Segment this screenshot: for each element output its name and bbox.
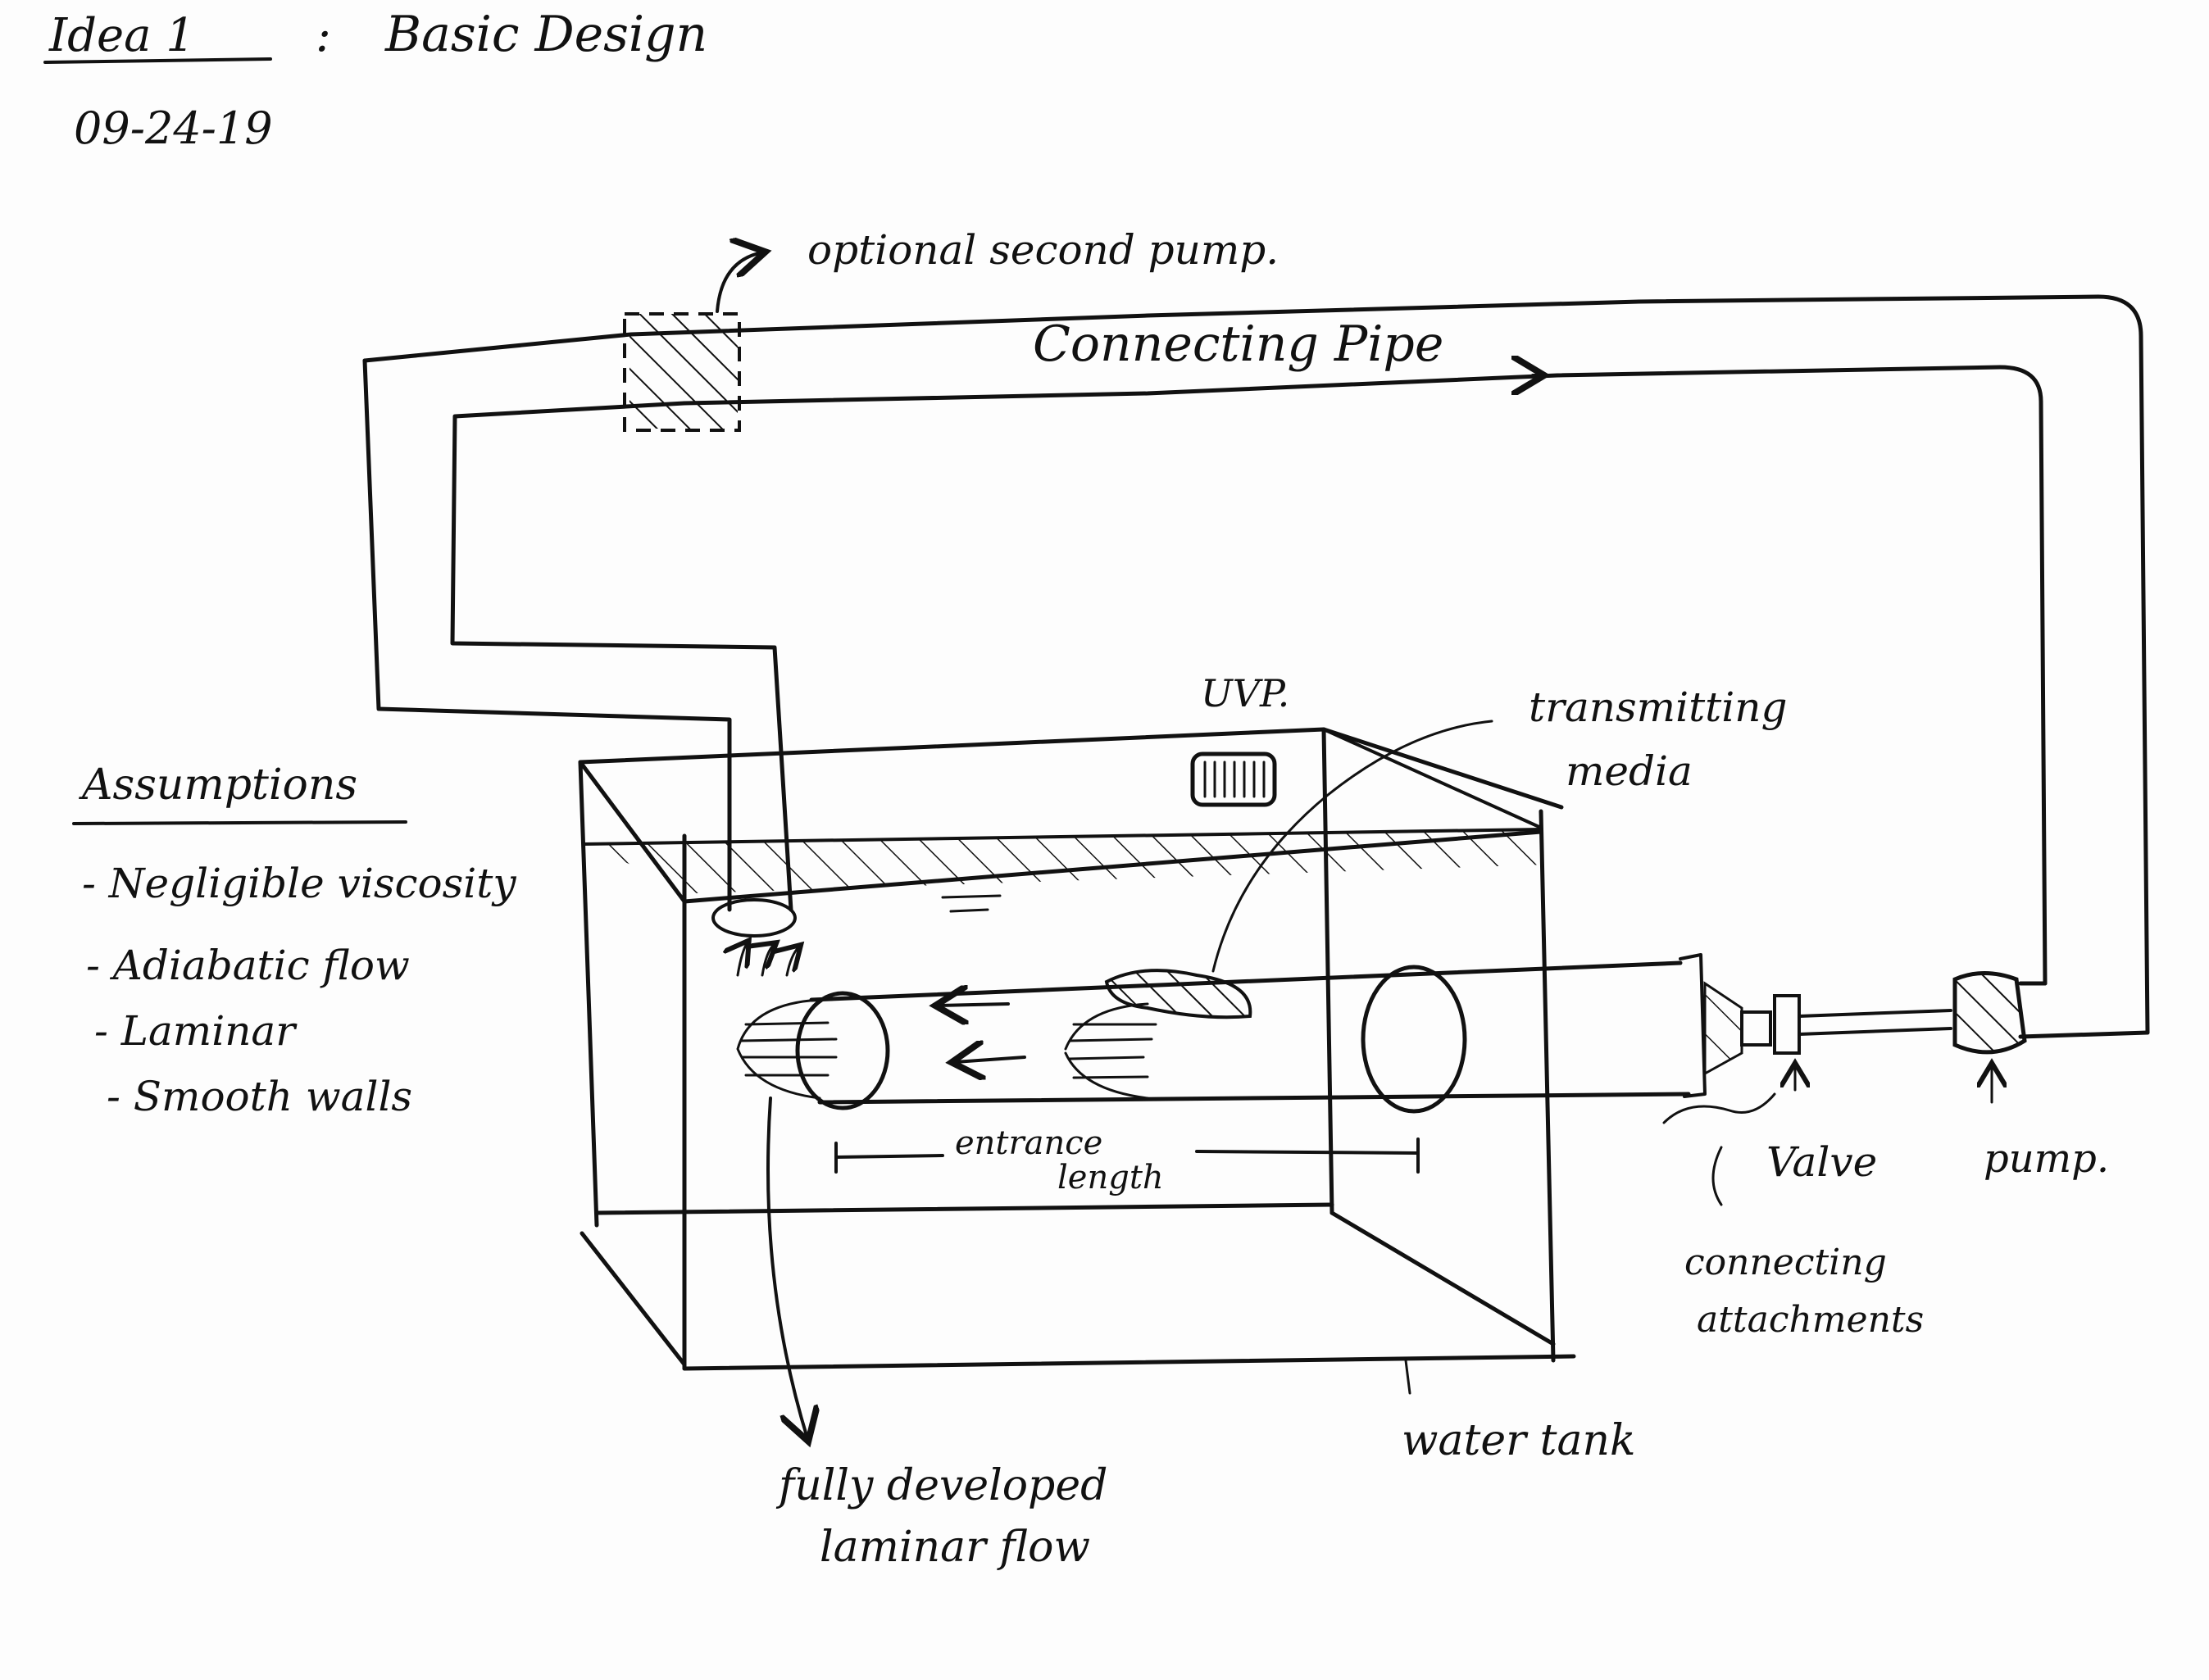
fully-developed-label-2: laminar flow bbox=[820, 1523, 1090, 1572]
water-level-mark-2 bbox=[949, 908, 989, 913]
uvp-box bbox=[1190, 751, 1277, 807]
tank-inner-right bbox=[1321, 727, 1334, 1215]
connecting-pipe-label: Connecting Pipe bbox=[1033, 316, 1443, 373]
optional-second-pump: optional second pump. bbox=[623, 226, 1279, 432]
pipe-inner-wall bbox=[682, 365, 2048, 986]
sketch-date: 09-24-19 bbox=[74, 102, 273, 154]
connecting-pipe bbox=[362, 294, 2150, 1039]
assumptions-underline bbox=[72, 820, 407, 825]
assumption-item: - Adiabatic flow bbox=[86, 942, 410, 989]
entrance-length-line-right bbox=[1195, 1150, 1420, 1155]
test-pipe-bottom bbox=[817, 1092, 1691, 1105]
transmitting-media-blob bbox=[1104, 969, 1252, 1019]
water-surface-hatch bbox=[584, 829, 1545, 893]
test-pipe-inlet-end bbox=[795, 991, 890, 1110]
header: Idea 1 : Basic Design 09-24-19 bbox=[43, 6, 707, 154]
flow-arrow-2 bbox=[955, 1057, 1026, 1062]
pipe-left-inner bbox=[450, 401, 793, 912]
connecting-attachment bbox=[1703, 981, 1743, 1076]
attachment-bracket bbox=[1711, 1146, 1723, 1206]
transmitting-media-label-1: transmitting bbox=[1529, 683, 1787, 731]
fully-developed-label-1: fully developed bbox=[775, 1461, 1107, 1510]
assumptions-block: Assumptions - Negligible viscosity - Adi… bbox=[72, 761, 516, 1120]
test-pipe: entrance length bbox=[736, 960, 1691, 1196]
connecting-attachments-label-2: attachments bbox=[1697, 1299, 1924, 1341]
water-tank-pointer bbox=[1404, 1359, 1411, 1395]
outlet-arrow-3 bbox=[787, 947, 799, 977]
pipe-outer-wall bbox=[362, 294, 2150, 1035]
water-surface-line bbox=[582, 828, 1543, 846]
sketch-subtitle: Basic Design bbox=[384, 6, 707, 63]
assumptions-heading: Assumptions bbox=[79, 761, 357, 810]
tank-edge-tr bbox=[1322, 728, 1543, 829]
optional-pump-label: optional second pump. bbox=[807, 226, 1279, 274]
pump-body bbox=[1952, 971, 2027, 1055]
optional-pump-hatch bbox=[630, 314, 738, 429]
flow-arrow-1 bbox=[939, 1004, 1010, 1006]
water-level-mark-1 bbox=[941, 894, 1002, 899]
pipe-return-lower bbox=[2018, 1030, 2150, 1039]
pump-link-top bbox=[1798, 1009, 1952, 1018]
attachment-pointer bbox=[1662, 1092, 1776, 1124]
valve-fitting bbox=[1740, 1010, 1772, 1047]
inlet-velocity-profile bbox=[736, 998, 838, 1100]
pipe-left-outer bbox=[362, 358, 732, 912]
pipe-outlet bbox=[711, 898, 797, 938]
pipe-end-cap bbox=[1679, 953, 1707, 1098]
optional-pump-outline bbox=[623, 312, 741, 432]
transmitting-media-callout: transmitting media bbox=[1211, 683, 1787, 973]
connecting-attachments-label-1: connecting bbox=[1684, 1242, 1887, 1283]
tank-bottom-back bbox=[594, 1202, 1334, 1215]
assumption-item: - Smooth walls bbox=[107, 1073, 412, 1120]
transmitting-media-pointer bbox=[1211, 720, 1493, 973]
title-separator: : bbox=[316, 9, 331, 62]
uvp-label: UVP. bbox=[1201, 671, 1289, 715]
title-underline bbox=[43, 57, 272, 64]
valve-body bbox=[1773, 994, 1801, 1055]
outlet-arrow-1 bbox=[738, 942, 748, 977]
uvp-coils bbox=[1203, 761, 1266, 798]
transmitting-media-label-2: media bbox=[1566, 747, 1693, 795]
valve-label: Valve bbox=[1766, 1138, 1877, 1186]
valve-and-pump: Valve pump. connecting attachments bbox=[1662, 953, 2109, 1341]
assumption-item: - Laminar bbox=[94, 1007, 298, 1055]
test-pipe-cross-section bbox=[1361, 965, 1467, 1114]
outlet-arrow-2 bbox=[762, 944, 775, 977]
tank-right-front bbox=[1539, 809, 1556, 1363]
tank-edge-bl bbox=[580, 1231, 687, 1367]
pump-label: pump. bbox=[1984, 1136, 2109, 1182]
assumption-item: - Negligible viscosity bbox=[82, 860, 516, 907]
water-tank bbox=[578, 727, 1576, 1371]
developing-velocity-profile bbox=[1064, 1002, 1157, 1100]
tank-left-back bbox=[578, 760, 599, 1228]
water-tank-label: water tank bbox=[1402, 1416, 1635, 1465]
entrance-length-label-2: length bbox=[1057, 1159, 1164, 1196]
sketch-title: Idea 1 bbox=[48, 9, 195, 62]
optional-pump-arrow bbox=[716, 252, 762, 313]
tank-edge-br bbox=[1329, 1210, 1556, 1346]
entrance-length-line-left bbox=[834, 1154, 944, 1159]
fully-developed-pointer bbox=[766, 1097, 807, 1438]
uvp-probe: UVP. bbox=[1190, 671, 1289, 807]
entrance-length-label-1: entrance bbox=[955, 1124, 1102, 1162]
tank-bottom-front bbox=[682, 1354, 1576, 1371]
pump-link-bottom bbox=[1798, 1027, 1952, 1036]
